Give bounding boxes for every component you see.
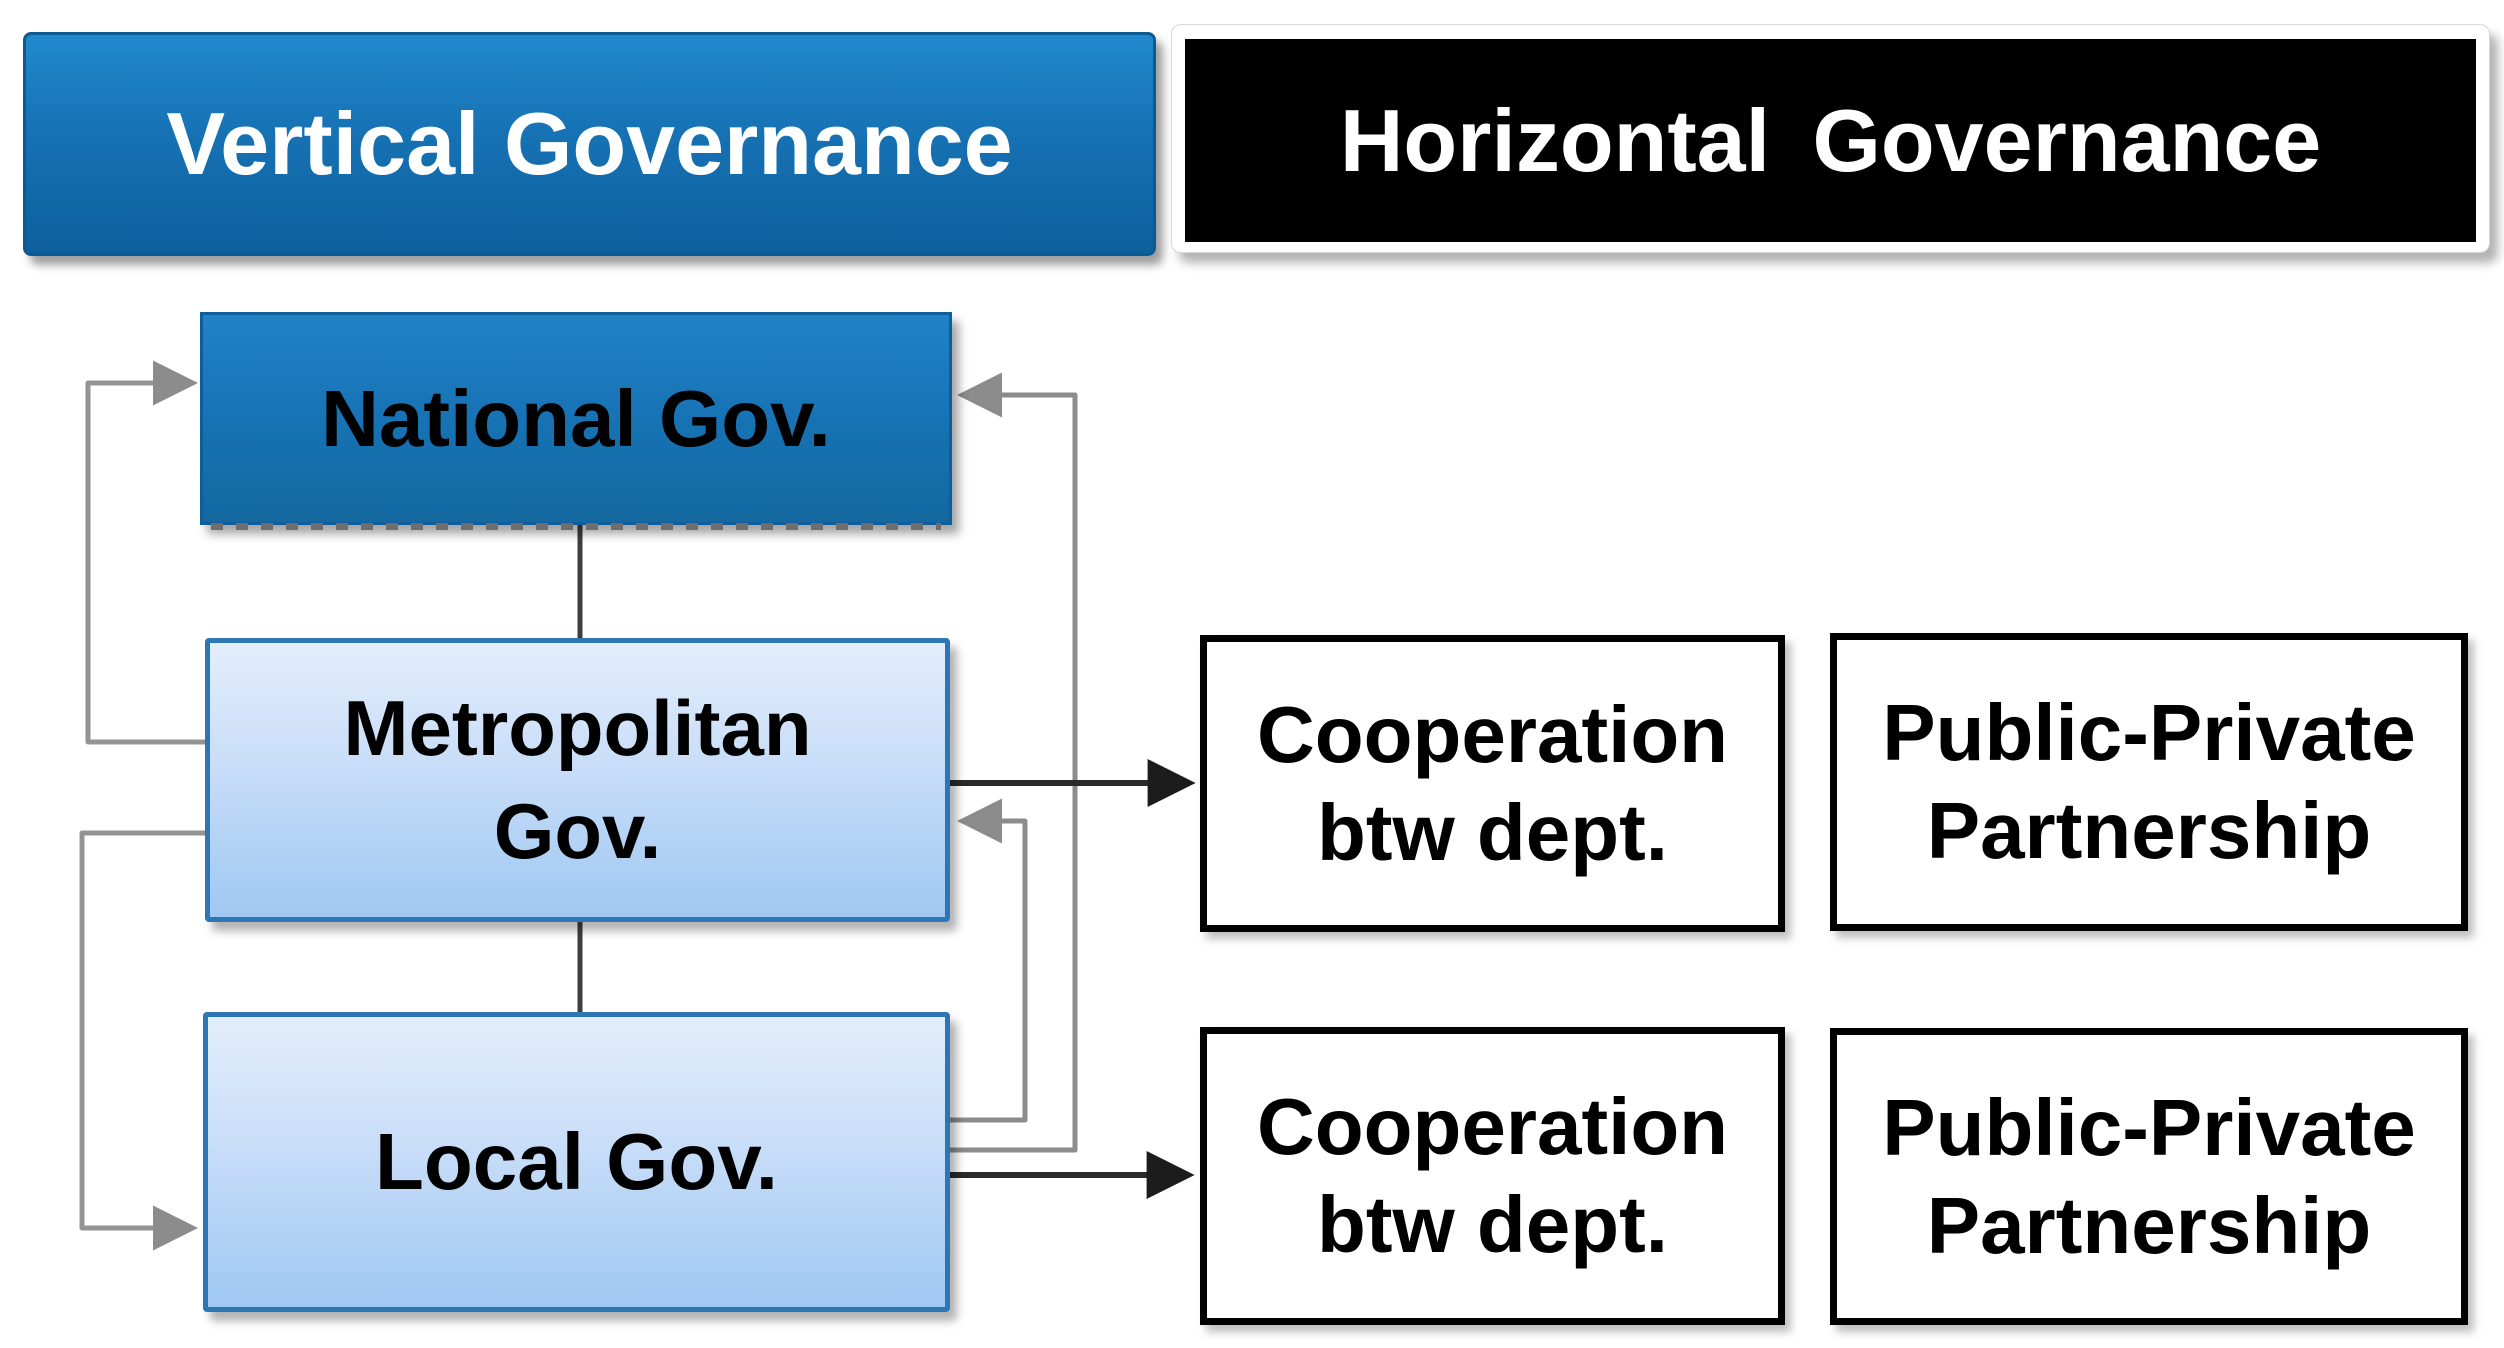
cooperation-top-line2: btw dept. <box>1316 787 1669 877</box>
metropolitan-gov-label-line2: Gov. <box>493 787 662 875</box>
horizontal-governance-title: Horizontal Governance <box>1339 90 2322 190</box>
edge-metro-to-national-feedback <box>85 360 205 745</box>
cooperation-top-node: Cooperation btw dept. <box>1200 635 1785 932</box>
local-gov-node: Local Gov. <box>203 1012 950 1312</box>
cooperation-bottom-line2: btw dept. <box>1316 1180 1669 1269</box>
public-private-bottom-line2: Partnership <box>1926 1180 2372 1270</box>
cooperation-bottom-line1: Cooperation <box>1256 1082 1729 1172</box>
national-gov-dashed-edge <box>211 523 941 530</box>
vertical-governance-header: Vertical Governance <box>23 32 1156 256</box>
public-private-bottom-node: Public-Private Partnership <box>1830 1028 2468 1325</box>
edge-metro-to-local-feedback <box>79 830 205 1251</box>
horizontal-governance-frame: Horizontal Governance <box>1171 24 2490 253</box>
metropolitan-gov-label-line1: Metropolitan <box>343 684 812 773</box>
public-private-top-node: Public-Private Partnership <box>1830 633 2468 931</box>
edge-local-to-national-feedback <box>950 372 1078 1153</box>
local-gov-label: Local Gov. <box>374 1117 779 1206</box>
national-gov-node: National Gov. <box>200 312 952 530</box>
horizontal-governance-header: Horizontal Governance <box>1185 39 2476 242</box>
public-private-top-line1: Public-Private <box>1882 688 2416 778</box>
edge-local-to-metro-feedback <box>950 798 1028 1123</box>
metropolitan-gov-node: Metropolitan Gov. <box>205 638 950 922</box>
vertical-governance-title: Vertical Governance <box>166 94 1013 193</box>
public-private-top-line2: Partnership <box>1926 786 2372 875</box>
cooperation-top-line1: Cooperation <box>1256 689 1729 779</box>
public-private-bottom-line1: Public-Private <box>1882 1082 2416 1172</box>
national-gov-label: National Gov. <box>321 373 831 463</box>
cooperation-bottom-node: Cooperation btw dept. <box>1200 1027 1785 1325</box>
